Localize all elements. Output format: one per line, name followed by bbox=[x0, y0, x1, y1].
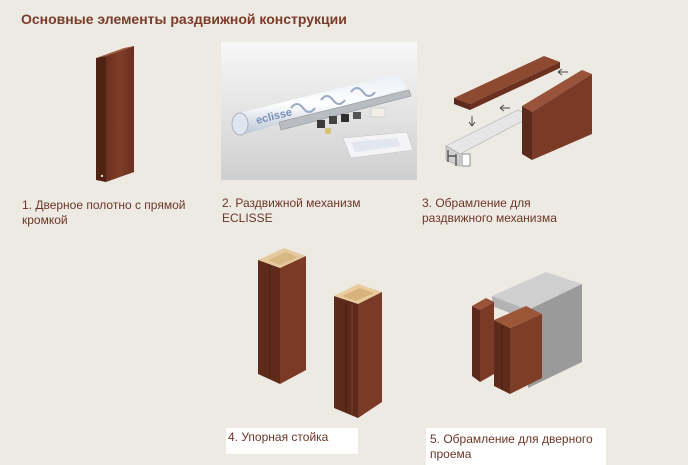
caption-door-leaf: 1. Дверное полотно с прямой кромкой bbox=[22, 198, 185, 228]
door-leaf-front-face bbox=[106, 46, 134, 182]
jamb-side bbox=[522, 106, 532, 160]
door-leaf-top-edge bbox=[96, 46, 134, 58]
header-board-side bbox=[470, 62, 560, 110]
package-print-pattern bbox=[290, 87, 376, 113]
hardware-parts bbox=[317, 107, 386, 134]
caption-door-leaf-line1: 1. Дверное полотно с прямой bbox=[22, 198, 186, 212]
metal-frame-profile bbox=[447, 150, 457, 166]
caption-mechanism-framing-line2: раздвижного механизма bbox=[422, 211, 557, 225]
caption-sliding-mechanism: 2. Раздвижной механизм ECLISSE bbox=[222, 196, 360, 226]
metal-frame-bracket bbox=[461, 153, 471, 167]
caption-mechanism-framing: 3. Обрамление для раздвижного механизма bbox=[422, 196, 557, 226]
tube-package bbox=[235, 74, 407, 134]
sliding-mechanism-photo: eclisse bbox=[221, 42, 417, 180]
door-leaf-illustration bbox=[96, 46, 134, 182]
jamb-left-side bbox=[472, 306, 480, 382]
caption-mechanism-framing-line1: 3. Обрамление для bbox=[422, 196, 531, 210]
header-board-top bbox=[454, 56, 560, 104]
arrow-left bbox=[499, 104, 510, 112]
post-two-top-inner bbox=[342, 288, 374, 301]
caption-door-opening-framing-line2: проема bbox=[430, 447, 472, 461]
instruction-sheets-second bbox=[351, 138, 401, 152]
caption-door-leaf-line2: кромкой bbox=[22, 213, 68, 227]
stop-post-illustration bbox=[258, 248, 382, 418]
caption-backdrop-door-opening bbox=[426, 428, 606, 465]
post-one-front bbox=[280, 256, 306, 384]
header-board-front bbox=[454, 98, 470, 110]
door-leaf-side-edge bbox=[96, 56, 106, 182]
door-opening-framing-illustration bbox=[472, 272, 582, 394]
wall-top bbox=[492, 272, 582, 310]
caption-stop-post-line1: 4. Упорная стойка bbox=[228, 430, 329, 444]
jamb-left-front bbox=[480, 302, 494, 382]
caption-sliding-mechanism-line1: 2. Раздвижной механизм bbox=[222, 196, 361, 210]
door-leaf-lock-hole bbox=[100, 174, 104, 178]
tube-package-end-cap bbox=[231, 112, 249, 136]
caption-sliding-mechanism-line2: ECLISSE bbox=[222, 211, 273, 225]
caption-backdrop-stop-post bbox=[226, 428, 358, 454]
jamb-left-top bbox=[472, 298, 494, 310]
mechanism-framing-illustration bbox=[445, 56, 592, 167]
metal-rail bbox=[278, 89, 412, 131]
arrow-right-top bbox=[557, 68, 568, 76]
arrow-down bbox=[468, 116, 476, 127]
jamb-top bbox=[522, 70, 592, 112]
page-title: Основные элементы раздвижной конструкции bbox=[21, 11, 347, 27]
post-two-front bbox=[358, 292, 382, 418]
post-one-top-inner bbox=[268, 252, 298, 265]
metal-frame-top bbox=[445, 109, 533, 155]
caption-door-opening-framing: 5. Обрамление для дверного проема bbox=[430, 432, 593, 462]
casing-top bbox=[494, 306, 542, 328]
caption-door-opening-framing-line1: 5. Обрамление для дверного bbox=[430, 432, 593, 446]
post-one-side bbox=[258, 260, 280, 384]
caption-stop-post: 4. Упорная стойка bbox=[228, 430, 328, 445]
casing-front bbox=[510, 314, 542, 394]
jamb-front bbox=[532, 74, 592, 160]
